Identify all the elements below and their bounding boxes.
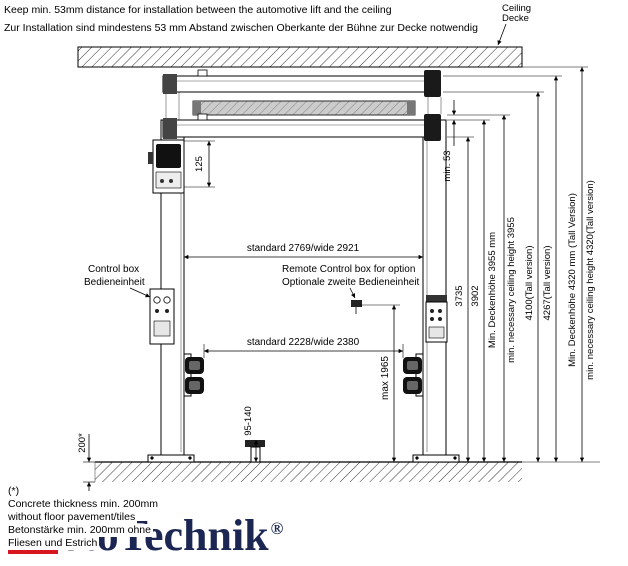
installation-notes: Keep min. 53mm distance for installation… bbox=[4, 4, 478, 34]
note-german: Zur Installation sind mindestens 53 mm A… bbox=[4, 22, 478, 34]
note-english: Keep min. 53mm distance for installation… bbox=[4, 4, 392, 16]
remote-symbol-icon bbox=[351, 300, 362, 307]
ceiling-label: Ceiling Decke bbox=[497, 3, 531, 46]
dimension-min53: min. 53 bbox=[442, 100, 510, 182]
remote-label-de: Optionale zweite Bedieneinheit bbox=[282, 277, 420, 288]
dim-3902-label: 3902 bbox=[470, 285, 481, 306]
right-carriage bbox=[403, 353, 424, 397]
dimension-pad-height: 95-140 bbox=[243, 406, 259, 462]
power-unit bbox=[148, 139, 185, 194]
footnote-line-4: Fliesen und Estrich bbox=[7, 537, 100, 550]
control-box-label-en: Control box bbox=[88, 264, 139, 275]
motor-tall-icon bbox=[424, 70, 441, 97]
remote-control-label: Remote Control box for option Optionale … bbox=[282, 264, 420, 314]
dimension-max1965: max 1965 bbox=[360, 304, 400, 462]
display-icon bbox=[156, 144, 181, 168]
dim-3735-label: 3735 bbox=[454, 285, 465, 306]
dim-3955-label-en: min. necessary ceiling height 3955 bbox=[506, 217, 517, 363]
concrete-footnote: (*) Concrete thickness min. 200mm withou… bbox=[7, 485, 160, 550]
adapter-pad bbox=[245, 440, 265, 463]
dim-4320-label-en: min. necessary ceiling height 4320(Tall … bbox=[585, 180, 596, 380]
footnote-line-2: without floor pavement/tiles bbox=[7, 511, 138, 524]
dim-pad-height-label: 95-140 bbox=[243, 406, 254, 436]
dim-max1965-label: max 1965 bbox=[380, 356, 391, 400]
dim-125-label: 125 bbox=[194, 156, 205, 172]
base-plates bbox=[147, 454, 460, 463]
control-box-label-de: Bedieneinheit bbox=[84, 277, 145, 288]
floor-hatch bbox=[94, 461, 522, 482]
dim-4100-label: 4100(Tall version) bbox=[524, 246, 535, 321]
dim-min53-label: min. 53 bbox=[442, 150, 453, 181]
ceiling-label-en: Ceiling bbox=[502, 3, 531, 14]
dimension-heights: 3735 3902 Min. Deckenhöhe 3955 mm min. n… bbox=[443, 66, 600, 463]
ceiling-label-de: Decke bbox=[502, 13, 529, 24]
control-box bbox=[149, 288, 175, 345]
dim-3955-label-de: Min. Deckenhöhe 3955 mm bbox=[487, 232, 498, 348]
dimension-125: 125 bbox=[184, 140, 215, 188]
crossbeam-tall-version bbox=[162, 69, 441, 97]
left-carriage bbox=[183, 353, 204, 397]
dimension-floor-thickness: 200* bbox=[77, 433, 95, 491]
dim-floor-thickness-label: 200* bbox=[77, 433, 88, 453]
footnote-marker: (*) bbox=[7, 485, 22, 498]
dim-4267-label: 4267(Tall version) bbox=[542, 246, 553, 321]
footnote-line-1: Concrete thickness min. 200mm bbox=[7, 498, 160, 511]
control-box-label: Control box Bedieneinheit bbox=[84, 264, 151, 298]
dimension-widths: standard 2769/wide 2921 standard 2228/wi… bbox=[184, 243, 423, 358]
motor-standard-icon bbox=[424, 114, 441, 141]
ceiling-hatch bbox=[77, 46, 523, 68]
dim-post-width-label: standard 2769/wide 2921 bbox=[247, 243, 360, 254]
crossbeam-standard-version bbox=[162, 113, 441, 141]
remote-control-box bbox=[425, 295, 448, 343]
dim-carriage-width-label: standard 2228/wide 2380 bbox=[247, 337, 360, 348]
dim-4320-label-de: Min. Deckenhöhe 4320 mm (Tall Version) bbox=[567, 193, 578, 367]
standard-min-ceiling-bar bbox=[192, 100, 416, 116]
remote-label-en: Remote Control box for option bbox=[282, 264, 415, 275]
registered-trademark-icon: ® bbox=[270, 519, 284, 538]
footnote-line-3: Betonstärke min. 200mm ohne bbox=[7, 524, 153, 537]
